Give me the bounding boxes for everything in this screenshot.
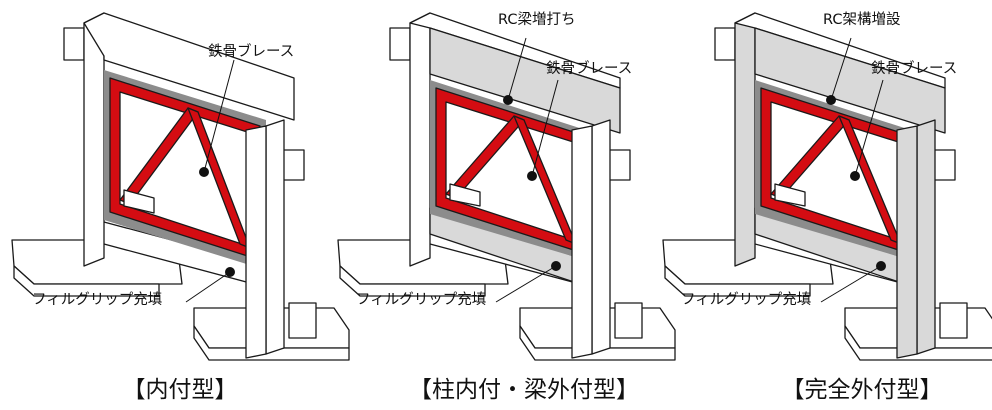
steel-brace-left bbox=[119, 107, 199, 205]
callout-brace-3: 鉄骨ブレース bbox=[871, 59, 957, 77]
added-rc-beam bbox=[429, 27, 621, 134]
caption-panel-2: 【柱内付・梁外付型】 bbox=[409, 377, 639, 403]
beam-marker-dot bbox=[826, 95, 836, 105]
callout-brace-2: 鉄骨ブレース bbox=[546, 59, 632, 77]
callout-fill-1: フィルグリップ充填 bbox=[32, 291, 162, 308]
callout-fill-2: フィルグリップ充填 bbox=[356, 291, 486, 308]
fill-marker-dot bbox=[551, 261, 561, 271]
callout-beam-2: RC梁増打ち bbox=[498, 11, 575, 28]
left-column bbox=[409, 12, 431, 267]
fill-marker-dot bbox=[876, 261, 886, 271]
right-column bbox=[591, 119, 611, 355]
added-rc-beam bbox=[754, 27, 946, 134]
added-rc-right-column bbox=[916, 119, 936, 355]
added-rc-left-column bbox=[734, 12, 756, 267]
brace-marker-dot bbox=[527, 171, 537, 181]
top-beam bbox=[83, 12, 295, 121]
callout-beam-3: RC架構増設 bbox=[823, 11, 900, 28]
beam-marker-dot bbox=[503, 95, 513, 105]
brace-marker-dot bbox=[850, 171, 860, 181]
brace-marker-dot bbox=[199, 167, 209, 177]
panel-column-inner-beam-outer bbox=[337, 12, 676, 361]
fill-marker-dot bbox=[225, 267, 235, 277]
callout-fill-3: フィルグリップ充填 bbox=[681, 291, 811, 308]
callout-brace-1: 鉄骨ブレース bbox=[208, 42, 294, 60]
right-column bbox=[265, 119, 285, 355]
panel-inner bbox=[11, 12, 350, 361]
caption-panel-3: 【完全外付型】 bbox=[782, 377, 943, 403]
panel-fully-outer bbox=[662, 12, 992, 361]
caption-panel-1: 【内付型】 bbox=[123, 377, 238, 403]
